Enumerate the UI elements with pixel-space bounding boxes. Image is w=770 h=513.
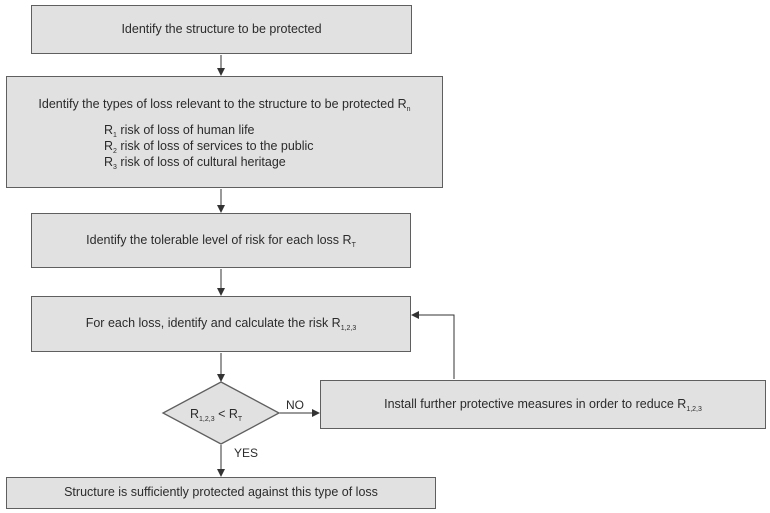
tolerable-risk-text: Identify the tolerable level of risk for… [86,232,356,249]
loss-type-list: R1 risk of loss of human life R2 risk of… [104,122,314,171]
identify-structure-text: Identify the structure to be protected [121,21,322,36]
list-item: R1 risk of loss of human life [104,123,255,139]
identify-structure-box: Identify the structure to be protected [31,5,412,54]
further-measures-box: Install further protective measures in o… [320,380,766,429]
arrow-loop-back [411,311,455,379]
identify-loss-title: Identify the types of loss relevant to t… [38,97,411,113]
calculate-risk-text: For each loss, identify and calculate th… [85,316,357,333]
protected-text: Structure is sufficiently protected agai… [64,485,378,500]
list-item: R2 risk of loss of services to the publi… [104,139,314,155]
calculate-risk-box: For each loss, identify and calculate th… [31,296,411,352]
list-item: R3 risk of loss of cultural heritage [104,155,286,171]
decision-label: R1,2,3 < RT [190,407,243,423]
protected-box: Structure is sufficiently protected agai… [6,477,436,509]
tolerable-risk-box: Identify the tolerable level of risk for… [31,213,411,268]
no-branch-label: NO [286,398,304,412]
identify-loss-box: Identify the types of loss relevant to t… [6,76,443,188]
further-measures-text: Install further protective measures in o… [384,396,702,413]
decision-diamond [161,381,281,445]
yes-branch-label: YES [234,446,259,460]
